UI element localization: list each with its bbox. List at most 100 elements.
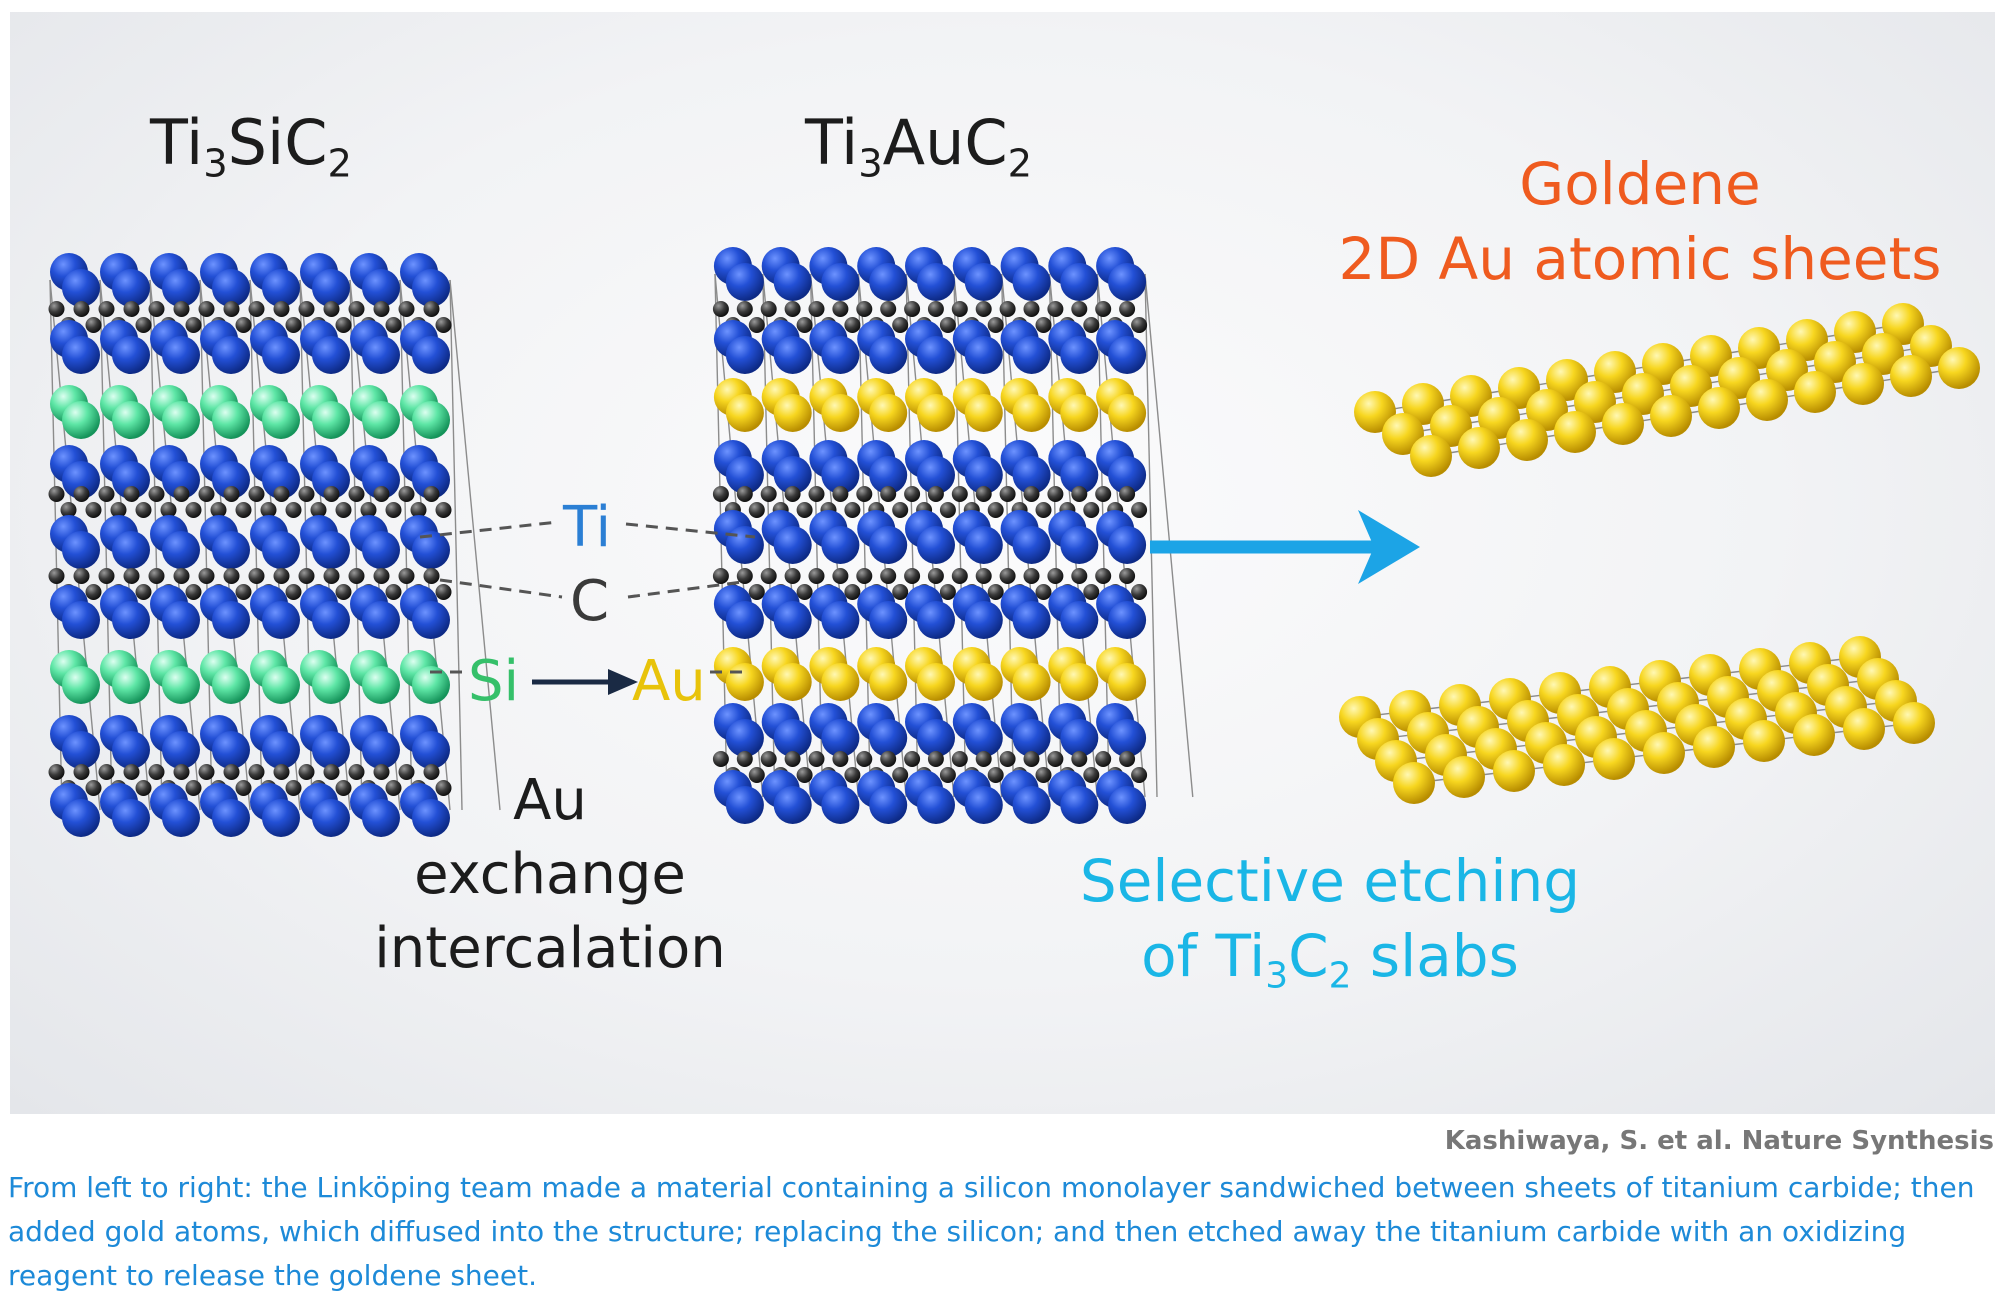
c-atom xyxy=(736,751,753,767)
au-atom xyxy=(821,663,860,701)
au-atom xyxy=(1060,663,1099,701)
ti-atom xyxy=(112,269,150,307)
c-atom xyxy=(1071,751,1088,767)
c-atom xyxy=(1047,568,1064,584)
ti-atom xyxy=(917,526,955,564)
ti-atom xyxy=(725,526,764,564)
c-atom xyxy=(999,486,1016,502)
c-atom xyxy=(198,301,215,317)
c-atom xyxy=(856,301,873,317)
c-atom xyxy=(235,317,252,333)
c-atom xyxy=(1035,502,1052,518)
au-atom xyxy=(1938,347,1980,389)
ti-atom xyxy=(112,799,150,837)
c-atom xyxy=(999,301,1016,317)
c-atom xyxy=(160,502,177,518)
c-atom xyxy=(892,767,909,783)
c-atom xyxy=(832,568,849,584)
c-atom xyxy=(385,502,402,518)
ti-atom xyxy=(1012,456,1051,494)
si-atom xyxy=(62,666,100,704)
c-atom xyxy=(1023,486,1040,502)
c-atom xyxy=(235,780,252,796)
ti-atom xyxy=(917,719,955,757)
ti-atom xyxy=(1060,526,1099,564)
c-atom xyxy=(1083,317,1100,333)
c-atom xyxy=(98,301,115,317)
c-atom xyxy=(185,584,202,600)
ti-atom xyxy=(725,719,764,757)
exchange-label-line1: Au xyxy=(513,768,587,833)
c-atom xyxy=(173,486,190,502)
c-atom xyxy=(880,568,897,584)
ti-atom xyxy=(62,461,100,499)
c-atom xyxy=(736,486,753,502)
ti-atom xyxy=(212,531,250,569)
ti-atom xyxy=(964,336,1003,374)
ti-atom xyxy=(725,786,764,824)
c-atom xyxy=(1119,486,1136,502)
c-atom xyxy=(1047,301,1064,317)
c-atom xyxy=(748,584,765,600)
c-atom xyxy=(748,317,765,333)
c-atom xyxy=(999,751,1016,767)
ti-atom xyxy=(262,601,300,639)
ti-atom xyxy=(1012,336,1051,374)
si-atom xyxy=(62,401,100,439)
c-atom xyxy=(856,568,873,584)
c-atom xyxy=(1023,301,1040,317)
c-atom xyxy=(123,568,140,584)
c-atom xyxy=(1071,301,1088,317)
ti-atom xyxy=(312,601,350,639)
c-atom xyxy=(198,568,215,584)
ti-atom xyxy=(821,719,860,757)
ti-atom xyxy=(1060,719,1099,757)
process-arrowhead xyxy=(1358,510,1420,584)
c-atom xyxy=(1083,767,1100,783)
goldene-label-line1: Goldene xyxy=(1519,150,1761,218)
ti-atom xyxy=(773,601,812,639)
c-atom xyxy=(385,584,402,600)
au-atom xyxy=(869,663,908,701)
c-atom xyxy=(1023,568,1040,584)
au-atom xyxy=(869,394,908,432)
au-atom xyxy=(1506,419,1548,461)
c-atom xyxy=(736,301,753,317)
c-atom xyxy=(273,764,290,780)
c-atom xyxy=(323,301,340,317)
ti-atom xyxy=(917,456,955,494)
au-atom xyxy=(1793,714,1835,756)
c-atom xyxy=(832,751,849,767)
c-atom xyxy=(48,764,65,780)
si-atom xyxy=(212,401,250,439)
ti-atom xyxy=(412,269,450,307)
ti-atom xyxy=(869,336,908,374)
c-atom xyxy=(1131,767,1148,783)
c-atom xyxy=(904,751,921,767)
c-atom xyxy=(736,568,753,584)
au-atom xyxy=(1458,427,1500,469)
c-atom xyxy=(260,502,277,518)
c-atom xyxy=(760,751,777,767)
ti-atom xyxy=(412,461,450,499)
goldene-sheet-bottom xyxy=(1339,636,1935,804)
c-atom xyxy=(123,301,140,317)
c-atom xyxy=(98,486,115,502)
ti-atom xyxy=(869,263,908,301)
c-atom xyxy=(335,317,352,333)
c-atom xyxy=(939,317,956,333)
ti-atom xyxy=(1012,786,1051,824)
c-atom xyxy=(939,584,956,600)
ti-atom xyxy=(162,336,200,374)
ti-atom xyxy=(964,456,1003,494)
si-atom xyxy=(362,401,400,439)
c-atom xyxy=(880,486,897,502)
c-atom xyxy=(748,502,765,518)
c-atom xyxy=(185,780,202,796)
c-atom xyxy=(148,568,165,584)
ti-atom xyxy=(312,531,350,569)
c-atom xyxy=(712,751,729,767)
c-atom xyxy=(939,767,956,783)
ti-atom xyxy=(262,269,300,307)
au-label: Au xyxy=(632,649,706,714)
